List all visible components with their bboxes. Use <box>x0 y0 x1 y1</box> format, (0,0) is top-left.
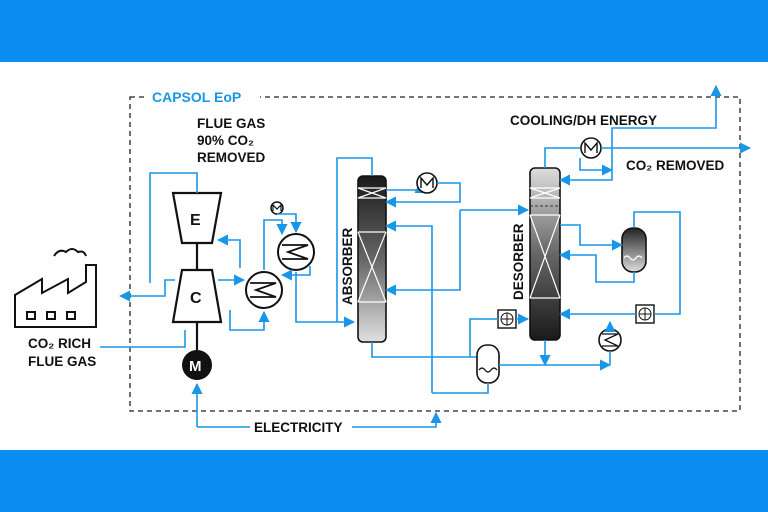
flow-hx1-to-hx2 <box>263 219 288 270</box>
flow-reflux <box>558 148 613 186</box>
desorber-column <box>529 167 561 341</box>
flow-reboiler-top <box>633 211 681 315</box>
co2-rich-label-2: FLUE GAS <box>28 354 96 369</box>
top-banner <box>0 0 768 62</box>
co2-rich-label-1: CO₂ RICH <box>28 336 91 351</box>
flow-fan1-in <box>469 318 498 357</box>
co2-removed-label: CO₂ REMOVED <box>626 158 725 173</box>
flow-exhaust-out <box>118 279 175 302</box>
bottom-banner <box>0 450 768 512</box>
compressor-stage <box>171 268 223 324</box>
diagram-title: CAPSOL EoP <box>152 89 241 105</box>
factory-icon <box>14 248 97 328</box>
flow-reflux-branch <box>579 158 614 176</box>
flow-electricity-right <box>352 411 442 428</box>
heat-exchanger-icon <box>277 233 315 271</box>
flow-flue-gas-in <box>100 330 186 348</box>
flue-gas-removed-label-3: REMOVED <box>197 150 266 165</box>
flow-reboiler-in <box>560 224 624 251</box>
flow-vessel-loop <box>432 383 489 394</box>
motor-icon <box>580 137 602 159</box>
flow-motor-line <box>277 213 302 234</box>
flow-reboiler-out <box>558 249 635 283</box>
flow-absorber-bottom <box>371 342 500 358</box>
flow-cooling-energy <box>611 84 722 148</box>
reboiler-icon <box>621 227 647 273</box>
heat-exchanger-icon <box>245 271 283 309</box>
motor-icon <box>182 350 212 380</box>
fan-cooler-icon <box>635 304 655 324</box>
motor-label: M <box>189 358 202 375</box>
title-backdrop <box>148 88 260 106</box>
flow-hx-to-expander <box>216 234 241 268</box>
flow-absorber-top <box>336 157 373 322</box>
flow-hx-loop <box>229 310 270 331</box>
system-boundary <box>129 96 741 412</box>
expander-label: E <box>190 212 201 229</box>
motor-icon <box>270 201 284 215</box>
pump-icon <box>598 328 622 352</box>
flow-hx2-to-absorber <box>295 272 356 328</box>
flow-absorber-mid <box>384 220 433 393</box>
electricity-label: ELECTRICITY <box>254 420 343 435</box>
motor-icon <box>416 172 438 194</box>
desorber-packing <box>529 187 561 299</box>
absorber-packing <box>357 187 387 303</box>
absorber-column <box>357 175 387 343</box>
flow-absorber-overhead-motor <box>386 181 426 194</box>
desorber-label: DESORBER <box>511 223 526 300</box>
reboiler-icon <box>476 344 500 384</box>
flow-hx2-to-hx1 <box>280 266 311 281</box>
absorber-label: ABSORBER <box>340 227 355 305</box>
fan-cooler-icon <box>497 309 517 329</box>
expander-stage <box>171 191 223 245</box>
flow-expander-out <box>149 172 198 283</box>
cooling-label: COOLING/DH ENERGY <box>510 113 657 128</box>
flue-gas-removed-label-1: FLUE GAS <box>197 116 265 131</box>
flue-gas-removed-label-2: 90% CO₂ <box>197 133 254 148</box>
compressor-label: C <box>190 290 202 307</box>
flow-lean-to-absorber <box>384 210 461 296</box>
flow-motor-return <box>384 182 461 208</box>
flow-desorber-top <box>544 147 580 168</box>
